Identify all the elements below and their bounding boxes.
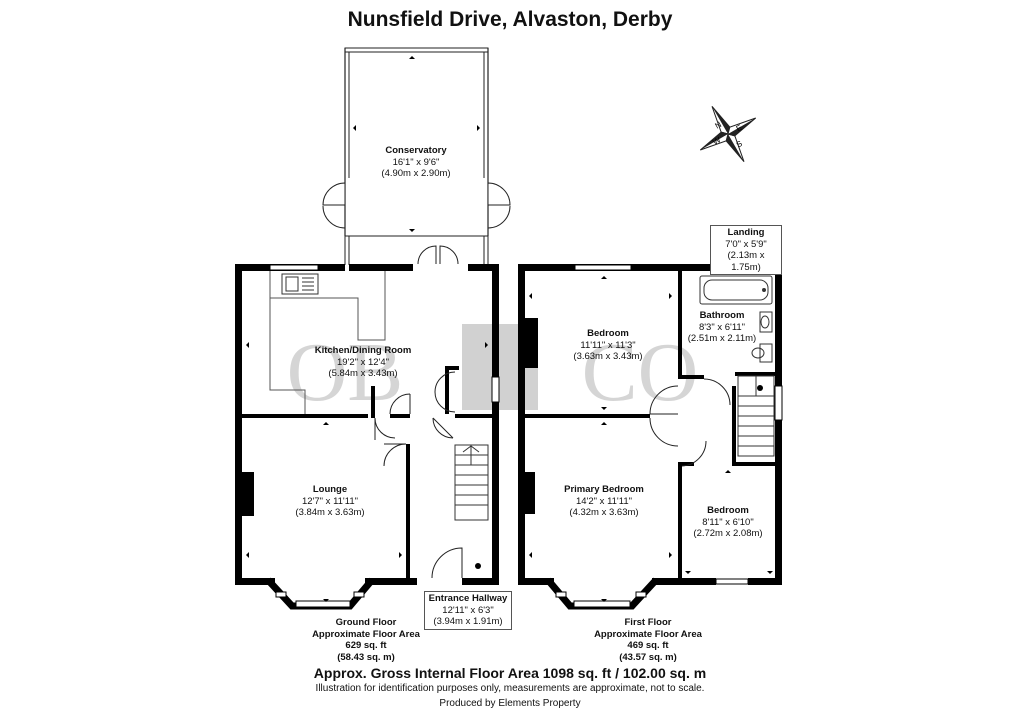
small-bedroom-window (715, 578, 749, 585)
bedroom-rear-window (574, 264, 632, 271)
ground-floor-area: Ground Floor Approximate Floor Area 629 … (312, 617, 420, 663)
room-label-lounge: Lounge 12'7" x 11'11" (3.84m x 3.63m) (295, 484, 365, 518)
compass-n: N (713, 120, 723, 131)
ground-outer-walls (235, 264, 499, 585)
room-label-bedroom-small: Bedroom 8'11" x 6'10" (2.72m x 2.08m) (693, 505, 763, 539)
first-floor-area: First Floor Approximate Floor Area 469 s… (594, 617, 702, 663)
gross-floor-area: Approx. Gross Internal Floor Area 1098 s… (313, 665, 707, 681)
landing-dot (757, 385, 763, 391)
dimension-ticks (246, 56, 773, 602)
disclaimer: Illustration for identification purposes… (315, 683, 705, 694)
compass-e: E (735, 123, 744, 133)
primary-bay-window (545, 577, 659, 610)
hall-side-window (491, 376, 500, 403)
ground-internal-walls (235, 366, 499, 584)
compass-w: W (711, 135, 722, 147)
room-label-bedroom-rear: Bedroom 11'11" x 11'3" (3.63m x 3.43m) (573, 328, 643, 362)
kitchen-french-doors (417, 245, 459, 265)
room-label-kitchen: Kitchen/Dining Room 19'2" x 12'4" (5.84m… (314, 345, 412, 379)
primary-chimney (525, 472, 535, 514)
first-floor-plan (518, 241, 783, 610)
compass-s: S (735, 139, 744, 149)
ground-floor-plan (235, 47, 511, 610)
room-label-bathroom: Bathroom 8'3" x 6'11" (2.51m x 2.11m) (687, 310, 757, 344)
compass-icon: N E S W (699, 105, 757, 163)
page-title: Nunsfield Drive, Alvaston, Derby (347, 8, 673, 31)
room-label-primary-bedroom: Primary Bedroom 14'2" x 11'11" (4.32m x … (564, 484, 644, 518)
first-outer-walls (518, 264, 782, 585)
bathroom-fixtures (699, 275, 773, 363)
room-label-landing: Landing 7'0" x 5'9" (2.13m x 1.75m) (710, 225, 782, 275)
watermark-left: OB (287, 326, 404, 419)
kitchen-window (269, 264, 319, 271)
kitchen-units (269, 271, 386, 414)
room-label-hallway: Entrance Hallway 12'11" x 6'3" (3.94m x … (424, 591, 512, 630)
ground-door-swings (374, 371, 456, 467)
first-stairs (737, 375, 775, 457)
hall-radiator-dot (475, 563, 481, 569)
first-door-swings (649, 378, 731, 467)
conservatory-frame (322, 47, 511, 265)
first-internal-walls (518, 271, 778, 582)
producer-credit: Produced by Elements Property (439, 698, 581, 709)
bedroom-chimney (525, 318, 538, 368)
room-label-conservatory: Conservatory 16'1" x 9'6" (4.90m x 2.90m… (381, 145, 451, 179)
lounge-bay-window (265, 577, 375, 610)
front-door (431, 547, 463, 579)
landing-side-window (774, 385, 783, 421)
lounge-chimney (242, 472, 254, 516)
ground-stairs (454, 444, 489, 521)
